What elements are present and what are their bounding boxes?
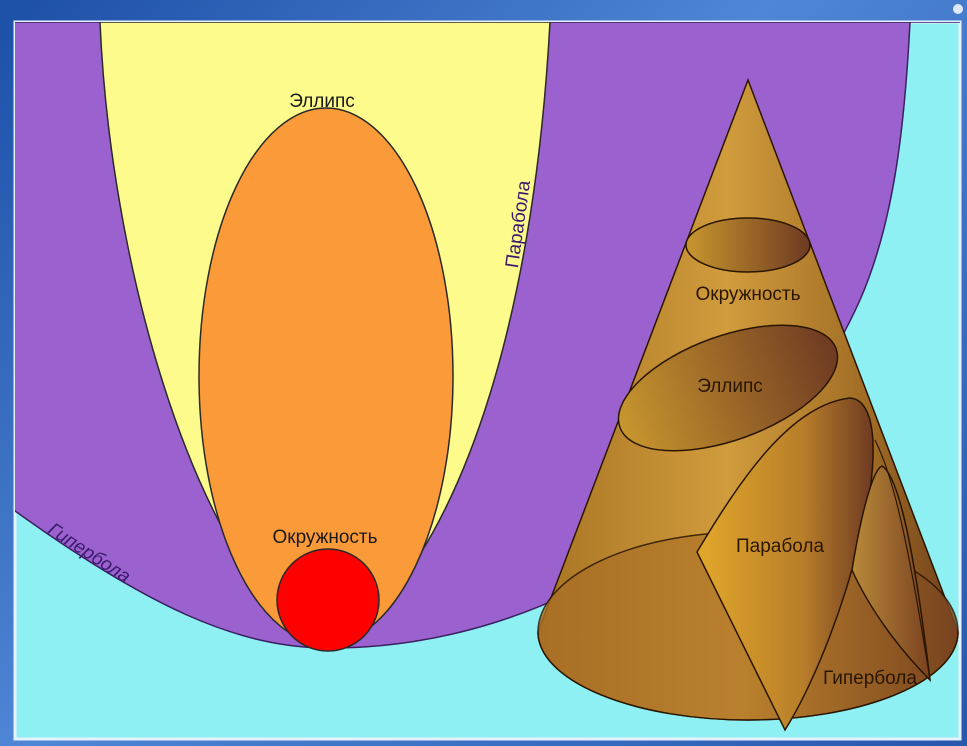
corner-decoration [953, 4, 963, 14]
cone-parabola-section [696, 397, 874, 732]
cone-circle-section [685, 217, 811, 273]
cone-parabola-label: Парабола [736, 536, 824, 557]
cone-circle-label: Окружность [695, 284, 800, 305]
circle-shape [276, 548, 380, 652]
cone-hyperbola-label: Гипербола [823, 668, 917, 689]
ellipse-label: Эллипс [289, 91, 355, 112]
cone-ellipse-section [617, 324, 839, 452]
cone-hyperbola-section [851, 465, 932, 683]
cone [537, 77, 959, 732]
circle-label: Окружность [272, 527, 377, 548]
cone-ellipse-label: Эллипс [697, 376, 763, 397]
cone-hyperbola-edge [874, 439, 931, 681]
